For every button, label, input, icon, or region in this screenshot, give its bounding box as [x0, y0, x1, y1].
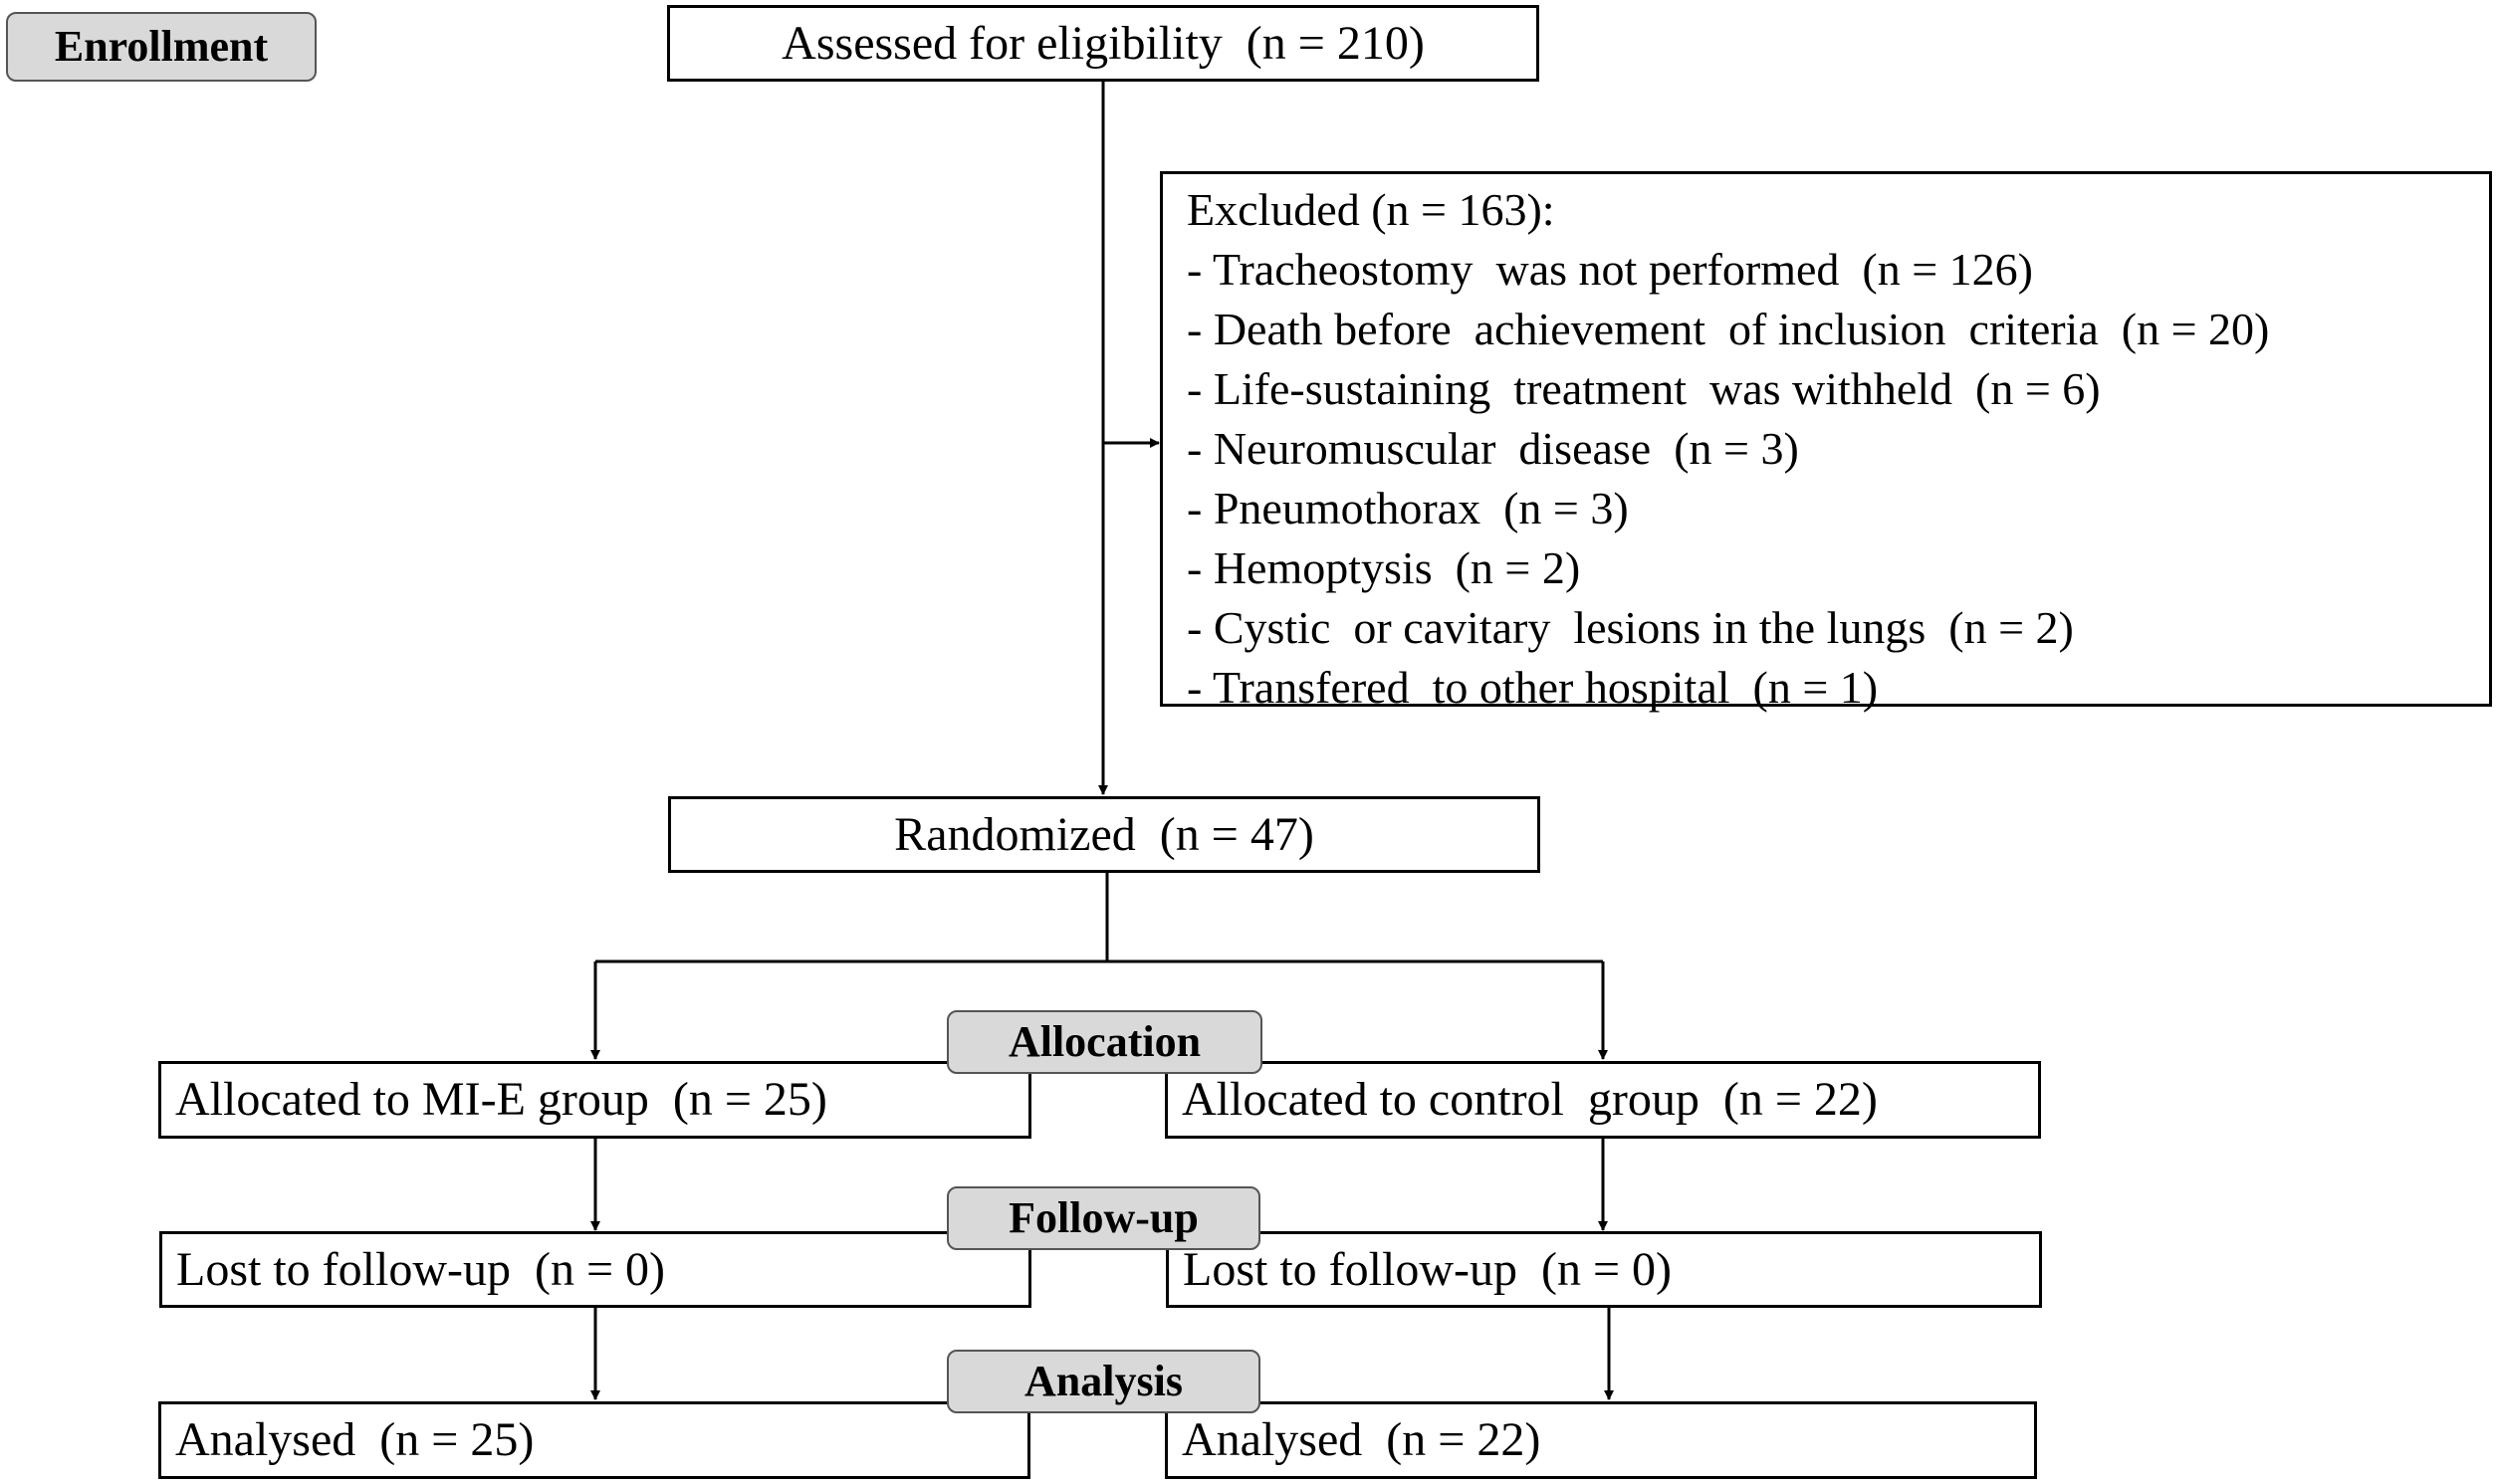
excluded-box: Excluded (n = 163): - Tracheostomy was n…: [1160, 171, 2492, 713]
excluded-reason: - Cystic or cavitary lesions in the lung…: [1187, 602, 2074, 653]
excluded-reason: - Pneumothorax (n = 3): [1187, 483, 1629, 533]
excluded-reason: - Tracheostomy was not performed (n = 12…: [1187, 244, 2033, 295]
excluded-reason: - Life-sustaining treatment was withheld…: [1187, 363, 2101, 414]
follow-up-label: Follow-up: [947, 1186, 1260, 1250]
excluded-reason: - Hemoptysis (n = 2): [1187, 542, 1581, 593]
excluded-reason: - Transfered to other hospital (n = 1): [1187, 662, 1879, 713]
analysis-label: Analysis: [947, 1350, 1260, 1413]
excluded-reason: - Death before achievement of inclusion …: [1187, 304, 2270, 354]
allocation-label: Allocation: [947, 1010, 1262, 1074]
control-allocated-box: Allocated to control group (n = 22): [1165, 1061, 2041, 1139]
control-analysed-box: Analysed (n = 22): [1165, 1401, 2037, 1479]
excluded-header: Excluded (n = 163):: [1187, 184, 1555, 235]
assessed-box: Assessed for eligibility (n = 210): [667, 5, 1539, 82]
control-lost-box: Lost to follow-up (n = 0): [1166, 1231, 2042, 1308]
enrollment-label: Enrollment: [6, 12, 317, 82]
randomized-box: Randomized (n = 47): [668, 796, 1540, 873]
mie-lost-box: Lost to follow-up (n = 0): [159, 1231, 1031, 1308]
mie-allocated-box: Allocated to MI-E group (n = 25): [158, 1061, 1031, 1139]
excluded-reason: - Neuromuscular disease (n = 3): [1187, 423, 1799, 474]
mie-analysed-box: Analysed (n = 25): [158, 1401, 1030, 1479]
